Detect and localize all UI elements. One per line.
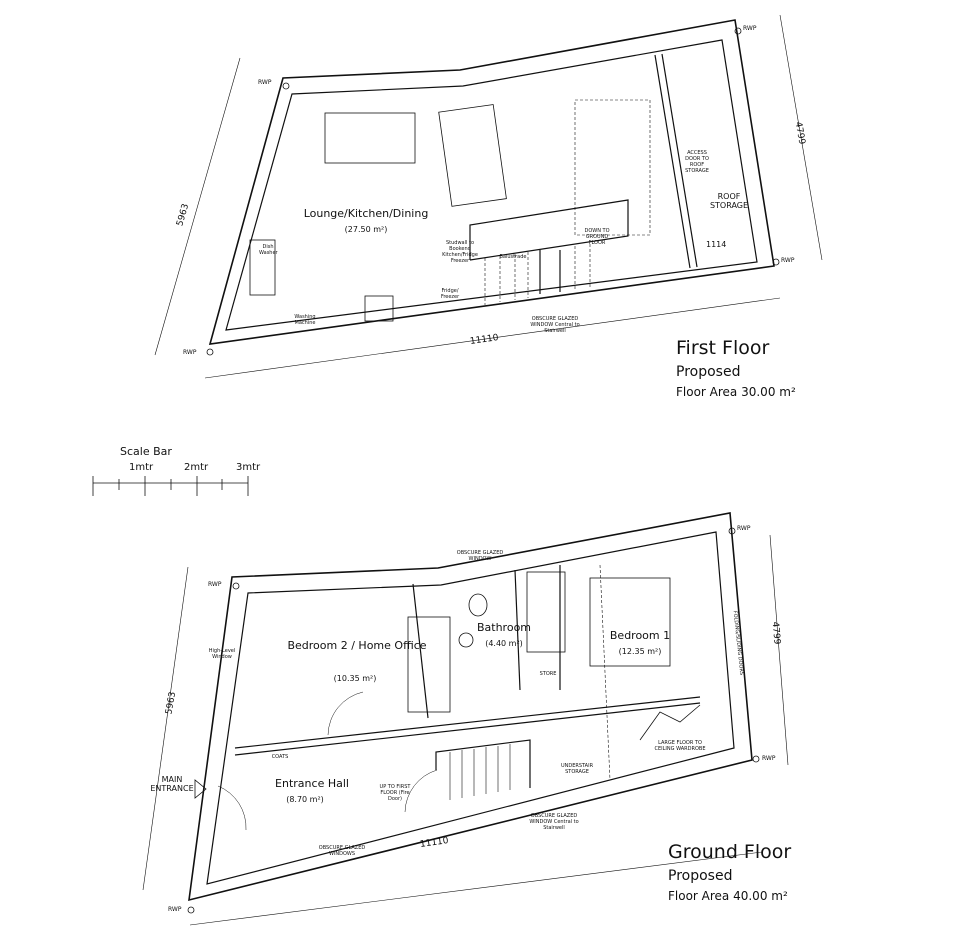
room-name-bedroom-2: Bedroom 2 / Home Office <box>287 639 427 652</box>
room-name-bedroom-1: Bedroom 1 <box>609 629 671 642</box>
roof-storage-label: ROOF STORAGE <box>709 192 749 211</box>
ground-floor-area: Floor Area 40.00 m² <box>668 889 788 903</box>
room-area-bedroom-2: (10.35 m²) <box>333 674 377 683</box>
room-area-entrance-hall: (8.70 m²) <box>286 795 324 804</box>
first-floor-window-label: OBSCURE GLAZED WINDOW Central to Stairwe… <box>530 316 580 334</box>
stair-window-label: OBSCURE GLAZED WINDOW Central to Stairwe… <box>529 813 579 831</box>
dishwasher-label: Dish Washer <box>259 244 278 256</box>
rwp-label: RWP <box>743 25 757 32</box>
fridge-label: Fridge/ Freezer <box>440 288 460 300</box>
first-floor-title: First Floor <box>676 337 770 359</box>
access-door-label: ACCESS DOOR TO ROOF STORAGE <box>685 150 709 174</box>
ground-floor-walls <box>142 512 789 926</box>
down-to-ground-label: DOWN TO GROUND FLOOR <box>584 228 610 246</box>
coats-label: COATS <box>271 754 289 760</box>
room-name-bathroom: Bathroom <box>476 621 532 634</box>
scale-tick-2: 2mtr <box>184 462 209 473</box>
rwp-label: RWP <box>168 906 182 913</box>
scale-bar-title: Scale Bar <box>120 445 172 458</box>
room-area-bathroom: (4.40 m²) <box>485 639 523 648</box>
understair-storage-label: UNDERSTAIR STORAGE <box>560 763 594 775</box>
store-label: STORE <box>539 671 557 677</box>
room-name-lounge: Lounge/Kitchen/Dining <box>303 207 429 220</box>
scale-bar-graphic <box>92 476 249 496</box>
rwp-label: RWP <box>208 581 222 588</box>
first-floor-subtitle: Proposed <box>676 364 741 380</box>
first-floor-area: Floor Area 30.00 m² <box>676 385 796 399</box>
balustrade-label: Balustrade <box>499 254 527 260</box>
rwp-label: RWP <box>258 79 272 86</box>
studwall-label: Studwall to Bookend Kitchen/Fridge Freez… <box>442 240 478 264</box>
ground-floor-title: Ground Floor <box>668 841 792 863</box>
room-area-bedroom-1: (12.35 m²) <box>618 647 662 656</box>
scale-tick-1: 1mtr <box>129 462 154 473</box>
high-level-window-label: High-Level Window <box>208 648 236 660</box>
scale-tick-3: 3mtr <box>236 462 261 473</box>
first-floor-walls <box>154 14 823 379</box>
up-to-first-floor-label: UP TO FIRST FLOOR (Fire Door) <box>379 784 411 802</box>
room-name-entrance-hall: Entrance Hall <box>275 777 349 790</box>
bottom-windows-label: OBSCURE GLAZED WINDOWS <box>318 845 366 857</box>
main-entrance-label: MAIN ENTRANCE <box>150 775 194 794</box>
washing-machine-label: Washing Machine <box>294 314 316 326</box>
ground-floor-subtitle: Proposed <box>668 868 733 884</box>
rwp-label: RWP <box>762 755 776 762</box>
rwp-label: RWP <box>183 349 197 356</box>
ground-floor-right-dim: 4799 <box>769 621 782 646</box>
roof-storage-dim: 1114 <box>706 240 727 249</box>
rwp-label: RWP <box>781 257 795 264</box>
wardrobe-label: LARGE FLOOR TO CEILING WARDROBE <box>654 740 706 752</box>
top-window-label: OBSCURE GLAZED WINDOW <box>456 550 504 562</box>
rwp-label: RWP <box>737 525 751 532</box>
room-area-lounge: (27.50 m²) <box>344 225 388 234</box>
